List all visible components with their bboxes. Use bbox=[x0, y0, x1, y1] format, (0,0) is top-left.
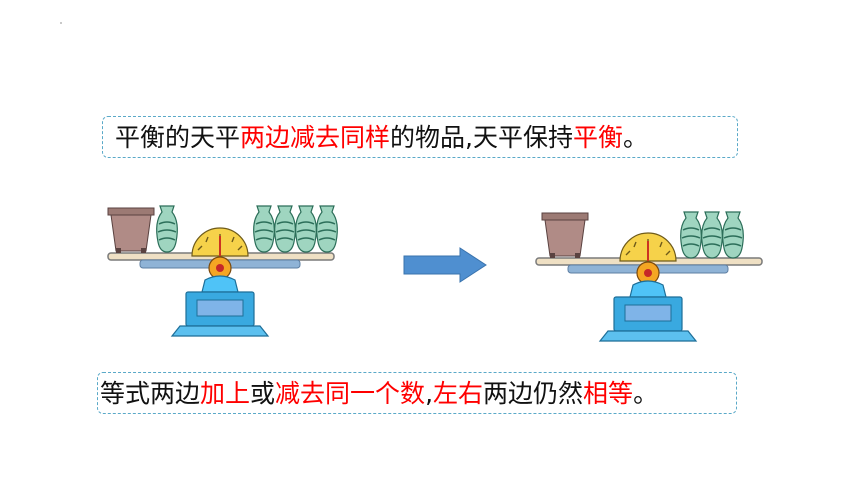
balance-scale-after bbox=[535, 211, 763, 342]
vase-icon bbox=[295, 205, 317, 253]
vase-icon bbox=[156, 205, 178, 253]
top-statement-box: 平衡的天平两边减去同样的物品,天平保持平衡。 bbox=[102, 116, 738, 158]
transform-arrow-icon bbox=[403, 247, 487, 283]
vase-icon bbox=[316, 205, 338, 253]
bottom-part-6-highlight: 左右 bbox=[433, 378, 484, 408]
decorative-dot bbox=[60, 22, 62, 24]
bottom-part-3: 或 bbox=[250, 378, 276, 408]
scale-base-icon bbox=[598, 280, 698, 342]
top-part-4-highlight: 平衡 bbox=[572, 122, 623, 152]
bottom-part-2-highlight: 加上 bbox=[200, 378, 251, 408]
flower-pot-icon bbox=[107, 207, 155, 253]
vase-icon bbox=[701, 211, 723, 259]
scale-dial-icon bbox=[191, 227, 249, 280]
vase-icon bbox=[253, 205, 275, 253]
bottom-statement-box: 等式两边加上或减去同一个数,左右两边仍然相等。 bbox=[97, 372, 737, 414]
scale-dial-icon bbox=[619, 232, 677, 285]
vase-icon bbox=[274, 205, 296, 253]
bottom-part-5: , bbox=[425, 378, 434, 408]
vase-icon bbox=[680, 211, 702, 259]
balance-scale-before bbox=[107, 205, 338, 337]
bottom-part-1: 等式两边 bbox=[100, 378, 201, 408]
top-part-1: 平衡的天平 bbox=[115, 122, 241, 152]
vase-icon bbox=[722, 211, 744, 259]
bottom-part-4-highlight: 减去同一个数 bbox=[275, 378, 426, 408]
scale-base-icon bbox=[170, 275, 270, 337]
top-part-3: 的物品,天平保持 bbox=[390, 122, 573, 152]
bottom-part-8-highlight: 相等 bbox=[583, 378, 634, 408]
top-part-5: 。 bbox=[623, 122, 649, 152]
flower-pot-icon bbox=[541, 212, 589, 258]
bottom-part-9: 。 bbox=[633, 378, 659, 408]
bottom-part-7: 两边仍然 bbox=[483, 378, 584, 408]
top-part-2-highlight: 两边减去同样 bbox=[240, 122, 391, 152]
